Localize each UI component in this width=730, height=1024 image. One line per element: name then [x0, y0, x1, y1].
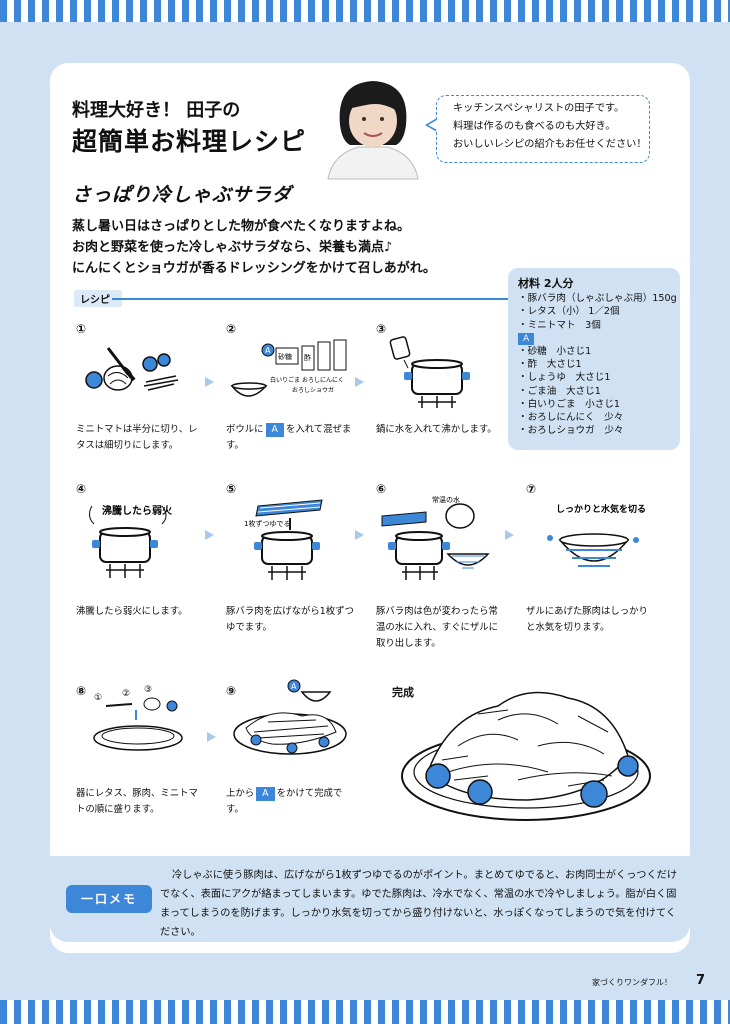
- step-1-text: ミニトマトは半分に切り、レタスは細切りにします。: [76, 424, 198, 451]
- ingredient-a-mark: A: [291, 682, 297, 691]
- step-2-number: ②: [226, 322, 237, 336]
- sauce-item: ・砂糖 小さじ1: [518, 346, 592, 358]
- speech-bubble: キッチンスペシャリストの田子です。 料理は作るのも食べるのも大好き。 おいしいレ…: [436, 95, 650, 163]
- step-3-illustration: [389, 336, 470, 408]
- step-3-number: ③: [376, 322, 387, 336]
- step-6-text: 豚バラ肉は色が変わったら常温の水に入れ、すぐにザルに取り出します。: [376, 606, 498, 649]
- intro-line: にんにくとショウガが香るドレッシングをかけて召しあがれ。: [72, 261, 436, 276]
- ingredient-item: ・豚バラ肉（しゃぶしゃぶ用）150g: [518, 293, 677, 305]
- completed-label: 完成: [392, 686, 414, 699]
- sauce-item: ・酢 大さじ1: [518, 359, 582, 371]
- magazine-name: 家づくりワンダフル！: [592, 978, 672, 987]
- ingredient-a-mark: A: [265, 346, 271, 355]
- step-4-illustration: 沸騰したら弱火: [88, 504, 173, 578]
- sugar-label: 砂糖: [278, 352, 292, 361]
- boil-note: 沸騰したら弱火: [102, 504, 173, 517]
- step-arrow-icon: [207, 732, 216, 742]
- step-2-illustration: A 砂糖 酢 白いりごま おろしにんにく おろしショウガ: [230, 339, 347, 397]
- completed-dish-illustration: [401, 691, 651, 821]
- bottom-stripe-border: [0, 1000, 730, 1024]
- step-arrow-icon: [355, 377, 364, 387]
- sauce-item: ・ごま油 大さじ1: [518, 385, 601, 397]
- sauce-group-badge: A: [518, 332, 535, 345]
- garlic-label: おろしにんにく: [302, 377, 344, 384]
- bubble-line: キッチンスペシャリストの田子です。: [453, 103, 625, 114]
- ingredients-panel: 材料 2人分 ・豚バラ肉（しゃぶしゃぶ用）150g ・レタス（小） 1／2個 ・…: [508, 268, 680, 450]
- step-4-number: ④: [76, 482, 87, 496]
- step-7-number: ⑦: [526, 482, 537, 496]
- sesame-label: 白いりごま: [270, 376, 300, 384]
- sauce-item: ・おろしにんにく 少々: [518, 412, 624, 424]
- intro-line: お肉と野菜を使った冷しゃぶサラダなら、栄養も満点♪: [72, 240, 393, 255]
- step-7-text: ザルにあげた豚肉はしっかりと水気を切ります。: [526, 606, 648, 633]
- step-8-number: ⑧: [76, 684, 87, 698]
- step-5-text: 豚バラ肉を広げながら1枚ずつゆでます。: [226, 606, 354, 633]
- step-4-text: 沸騰したら弱火にします。: [76, 606, 188, 617]
- recipe-section-label: レシピ: [74, 290, 122, 307]
- order-mark-3: ③: [144, 685, 152, 695]
- one-by-one-note: 1枚ずつゆでる: [244, 519, 290, 528]
- order-mark-1: ①: [94, 693, 102, 703]
- step-arrow-icon: [205, 530, 214, 540]
- step-3-text: 鍋に水を入れて沸かします。: [376, 424, 497, 435]
- recipe-divider: [112, 298, 508, 300]
- dish-title: さっぱり冷しゃぶサラダ: [72, 184, 293, 206]
- top-stripe-border: [0, 0, 730, 22]
- ginger-label: おろしショウガ: [292, 386, 334, 394]
- page-title: 超簡単お料理レシピ: [72, 127, 307, 156]
- ingredient-a-badge: A: [256, 787, 275, 801]
- step-6-illustration: 常温の水: [381, 495, 490, 580]
- bubble-line: おいしいレシピの紹介もお任せください！: [453, 139, 647, 150]
- step-5-number: ⑤: [226, 482, 237, 496]
- page-kicker: 料理大好き！ 田子の: [72, 100, 241, 121]
- sauce-item: ・おろしショウガ 少々: [518, 425, 624, 437]
- step-5-illustration: 1枚ずつゆでる: [244, 499, 323, 580]
- memo-text: 冷しゃぶに使う豚肉は、広げながら1枚ずつゆでるのがポイント。まとめてゆでると、お…: [160, 870, 678, 938]
- ingredient-item: ・レタス（小） 1／2個: [518, 306, 620, 318]
- step-8-text: 器にレタス、豚肉、ミニトマトの順に盛ります。: [76, 788, 198, 815]
- drain-note: しっかりと水気を切る: [556, 503, 646, 515]
- vinegar-label: 酢: [304, 353, 311, 362]
- sauce-item: ・しょうゆ 大さじ1: [518, 372, 611, 384]
- step-1-number: ①: [76, 322, 87, 336]
- step-6-number: ⑥: [376, 482, 387, 496]
- intro-text: 蒸し暑い日はさっぱりとした物が食べたくなりますよね。 お肉と野菜を使った冷しゃぶ…: [72, 216, 436, 279]
- ingredient-a-badge: A: [265, 423, 284, 437]
- bubble-line: 料理は作るのも食べるのも大好き。: [453, 121, 616, 132]
- step-9-illustration: A: [233, 679, 347, 755]
- chef-portrait-image: [327, 81, 419, 180]
- sauce-item: ・白いりごま 小さじ1: [518, 398, 621, 410]
- step-arrow-icon: [355, 530, 364, 540]
- step-9-number: ⑨: [226, 684, 237, 698]
- page-number: 7: [696, 973, 706, 988]
- memo-label: 一口メモ: [66, 885, 152, 913]
- room-temp-water-note: 常温の水: [432, 495, 460, 504]
- ingredient-item: ・ミニトマト 3個: [518, 319, 601, 331]
- step-8-illustration: ① ② ③: [93, 685, 183, 751]
- intro-line: 蒸し暑い日はさっぱりとした物が食べたくなりますよね。: [72, 219, 411, 234]
- step-arrow-icon: [205, 377, 214, 387]
- speech-bubble-tail-inner: [428, 120, 437, 130]
- memo-panel: [50, 856, 690, 942]
- order-mark-2: ②: [122, 689, 130, 699]
- step-arrow-icon: [505, 530, 514, 540]
- step-1-illustration: [85, 347, 179, 391]
- step-7-illustration: しっかりと水気を切る: [547, 503, 646, 567]
- ingredients-title: 材料 2人分: [518, 277, 574, 290]
